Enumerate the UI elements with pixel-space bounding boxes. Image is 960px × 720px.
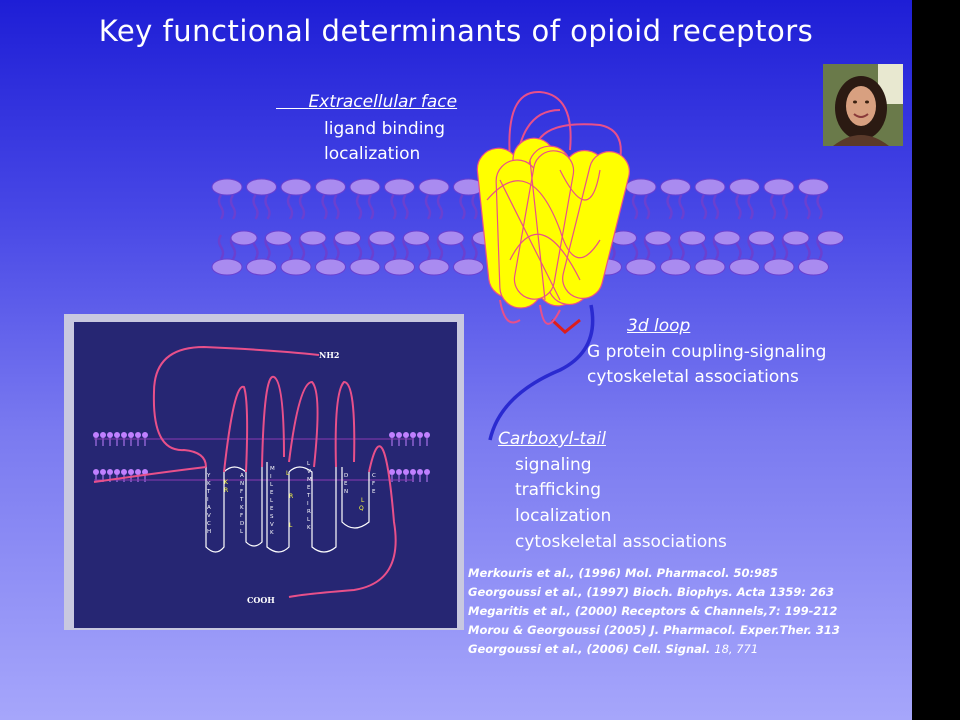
reference-line: Merkouris et al., (1996) Mol. Pharmacol.… [468,566,779,580]
svg-text:K: K [240,505,244,511]
inset-bilayer [93,432,430,482]
membrane-diagram [211,90,844,441]
svg-text:S: S [270,514,274,520]
carboxyl-tail-item: localization [515,506,612,526]
svg-text:I: I [270,474,272,480]
svg-text:V: V [207,513,211,519]
svg-text:L: L [240,529,244,535]
svg-text:I: I [207,497,209,503]
svg-text:K: K [307,525,311,531]
inset-loops [93,345,397,598]
third-loop-red [550,318,581,334]
svg-text:H: H [207,529,211,535]
receptor-3d [476,90,630,441]
carboxyl-tail-heading: Carboxyl-tail [498,429,606,449]
carboxyl-tail-strand [488,304,595,441]
svg-text:K: K [224,479,229,486]
svg-text:E: E [372,489,376,495]
svg-text:Q: Q [359,505,364,512]
svg-text:L: L [286,470,290,477]
svg-text:E: E [270,506,274,512]
third-loop-item: G protein coupling-signaling [587,342,827,362]
slide-title: Key functional determinants of opioid re… [98,14,814,48]
third-loop-heading: 3d loop [627,316,691,336]
svg-text:C: C [372,473,376,479]
svg-text:R: R [307,509,311,515]
svg-text:L: L [307,517,311,523]
svg-text:F: F [240,513,243,519]
svg-text:T: T [239,497,244,503]
svg-text:T: T [306,493,311,499]
svg-text:R: R [224,487,228,494]
reference-line: Georgoussi et al., (1997) Bioch. Biophys… [468,585,834,599]
carboxyl-tail-item: trafficking [515,480,601,500]
svg-text:I: I [307,501,309,507]
cooh-label: COOH [247,595,275,605]
svg-text:N: N [240,481,244,487]
svg-text:V: V [307,469,311,475]
third-loop-item: cytoskeletal associations [587,367,799,387]
slide: Key functional determinants of opioid re… [0,0,912,720]
svg-text:C: C [207,521,211,527]
svg-text:L: L [270,498,274,504]
svg-text:E: E [307,485,311,491]
extracellular-item: ligand binding [324,119,445,139]
svg-text:D: D [240,521,244,527]
inset-highlighted-residues: KR LRL LQ [224,470,365,529]
svg-text:K: K [207,481,211,487]
inset-helix-outlines [205,462,370,553]
svg-text:L: L [270,482,274,488]
svg-text:A: A [207,505,211,511]
svg-text:V: V [270,522,274,528]
svg-text:Y: Y [206,473,211,479]
lipid-bilayer [211,178,844,276]
svg-text:F: F [240,489,243,495]
extracellular-item: localization [324,144,421,164]
svg-text:F: F [372,481,375,487]
carboxyl-tail-item: cytoskeletal associations [515,532,727,552]
portrait-photo [823,64,903,146]
svg-text:T: T [206,489,211,495]
svg-text:L: L [289,522,293,529]
svg-text:A: A [240,473,244,479]
svg-text:E: E [270,490,274,496]
svg-text:R: R [289,493,293,500]
extracellular-heading: Extracellular face [308,92,458,112]
svg-text:D: D [344,473,348,479]
svg-text:L: L [361,497,365,504]
svg-text:K: K [270,530,274,536]
carboxyl-tail-item: signaling [515,455,592,475]
svg-text:E: E [344,481,348,487]
nh2-label: NH2 [319,350,339,360]
svg-text:L: L [307,461,311,467]
svg-text:N: N [344,489,348,495]
svg-text:M: M [270,466,275,472]
reference-line: Megaritis et al., (2000) Receptors & Cha… [468,604,838,618]
reference-line: Georgoussi et al., (2006) Cell. Signal. … [468,642,759,656]
reference-line: Morou & Georgoussi (2005) J. Pharmacol. … [468,623,840,637]
references: Merkouris et al., (1996) Mol. Pharmacol.… [468,564,840,659]
svg-text:M: M [307,477,312,483]
